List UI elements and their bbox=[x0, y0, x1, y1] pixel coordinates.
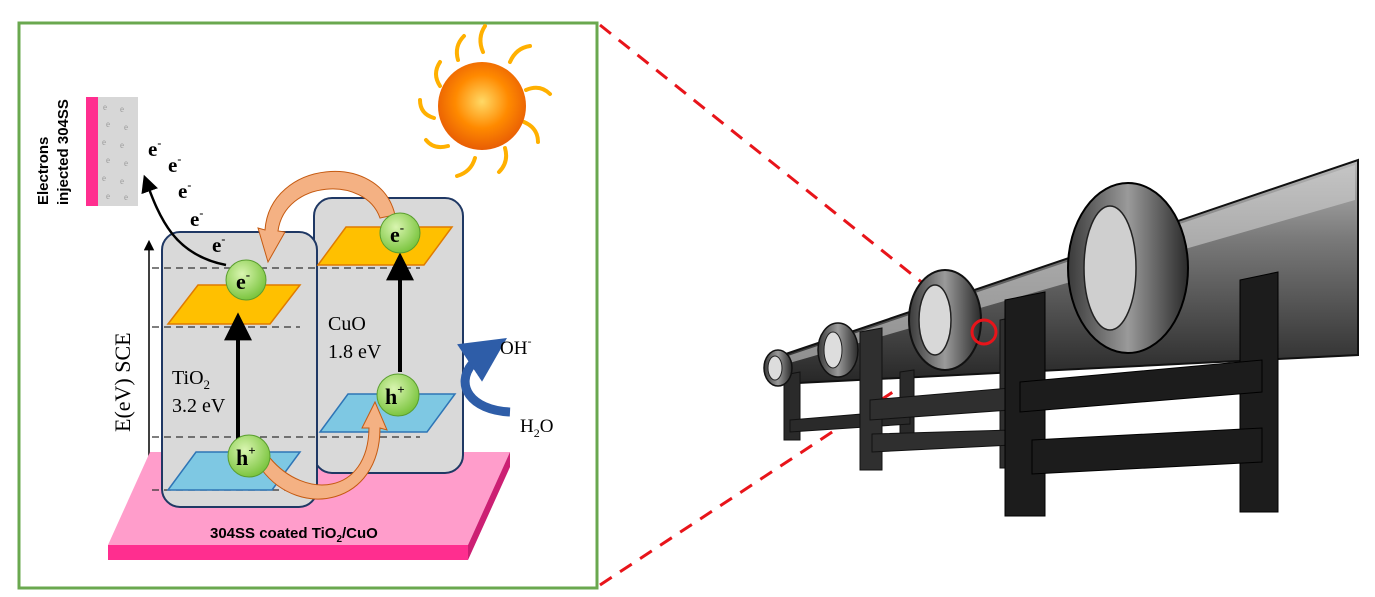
svg-text:e: e bbox=[124, 192, 128, 202]
zoom-focus-circle bbox=[970, 318, 998, 346]
pipe-flange-near bbox=[1067, 182, 1189, 354]
pipeline-illustration bbox=[763, 158, 1359, 517]
cuo-bandgap: 1.8 eV bbox=[328, 341, 382, 363]
hydroxide-label: OH- bbox=[500, 334, 531, 359]
svg-text:e-: e- bbox=[390, 220, 404, 247]
svg-text:e: e bbox=[120, 104, 124, 114]
svg-text:e-: e- bbox=[212, 232, 225, 257]
electron-transfer-arrow bbox=[257, 170, 396, 264]
svg-text:e-: e- bbox=[148, 136, 161, 161]
svg-text:e: e bbox=[106, 191, 110, 201]
pipe-flange-mid bbox=[908, 269, 982, 371]
escaping-electrons: e- e- e- e- e- bbox=[148, 136, 225, 257]
water-oxidation-arrow bbox=[457, 338, 511, 417]
svg-text:e-: e- bbox=[190, 206, 203, 231]
svg-text:h+: h+ bbox=[385, 382, 405, 409]
sun-icon bbox=[418, 24, 552, 178]
tio2-label: TiO2 bbox=[172, 367, 210, 392]
electron-escape-arrow bbox=[141, 174, 227, 267]
cuo-electron: e- bbox=[379, 212, 421, 254]
zoom-line-bottom bbox=[599, 330, 985, 587]
pipe-flange-far bbox=[763, 349, 793, 387]
svg-text:e: e bbox=[106, 155, 110, 165]
cuo-label: CuO bbox=[328, 313, 366, 335]
tio2-hole: h+ bbox=[227, 434, 271, 478]
svg-text:e: e bbox=[124, 158, 128, 168]
svg-text:h+: h+ bbox=[236, 443, 256, 470]
zoom-line-top bbox=[599, 23, 985, 334]
tio2-electron: e- bbox=[225, 259, 267, 301]
svg-text:e: e bbox=[102, 173, 106, 183]
svg-text:e: e bbox=[120, 140, 124, 150]
water-label: H2O bbox=[520, 416, 553, 440]
svg-text:e: e bbox=[124, 122, 128, 132]
cuo-hole: h+ bbox=[376, 373, 420, 417]
svg-text:e: e bbox=[102, 137, 106, 147]
svg-text:e: e bbox=[106, 119, 110, 129]
pipe-flange-mid-far bbox=[817, 322, 859, 378]
tio2-bandgap: 3.2 eV bbox=[172, 395, 226, 417]
svg-text:e-: e- bbox=[168, 152, 181, 177]
svg-text:e: e bbox=[120, 176, 124, 186]
hole-transfer-arrow bbox=[261, 400, 388, 500]
substrate-label: 304SS coated TiO2/CuO bbox=[210, 525, 378, 545]
svg-text:e-: e- bbox=[236, 267, 250, 294]
svg-text:e-: e- bbox=[178, 178, 191, 203]
energy-axis-label: E(eV) SCE bbox=[110, 332, 135, 432]
electrons-injected-label: Electrons injected 304SS bbox=[35, 99, 72, 205]
svg-text:e: e bbox=[103, 102, 107, 112]
